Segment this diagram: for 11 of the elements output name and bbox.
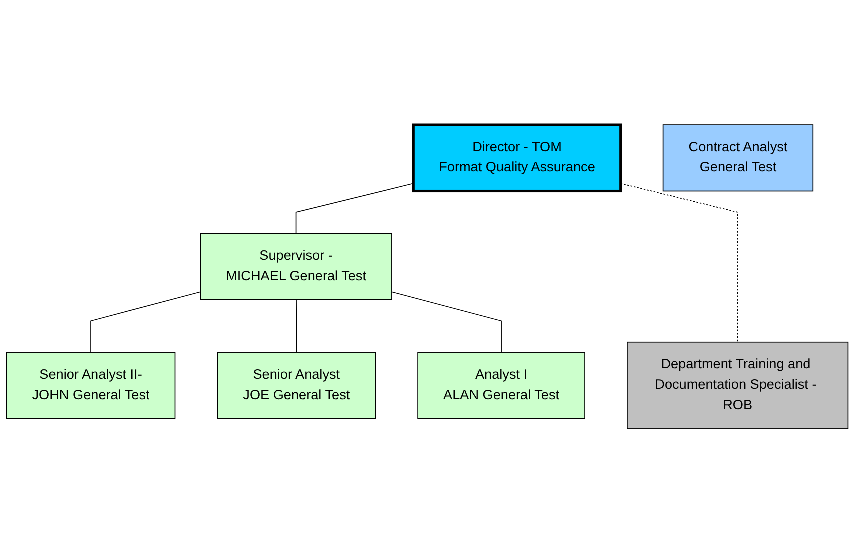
- node-box: Department Training and Documentation Specialist - ROB: [627, 342, 849, 430]
- node-box: Director - TOM Format Quality Assurance: [412, 124, 622, 193]
- connector: [90, 292, 202, 353]
- node-box: Contract Analyst General Test: [662, 124, 814, 192]
- node-box: Analyst I ALAN General Test: [418, 352, 586, 420]
- connector: [296, 183, 414, 234]
- node-box: Supervisor - MICHAEL General Test: [200, 233, 392, 300]
- connector: [392, 292, 502, 353]
- node-box: Senior Analyst JOE General Test: [217, 352, 376, 420]
- node-box: Senior Analyst II- JOHN General Test: [6, 352, 176, 420]
- connector: [296, 300, 298, 353]
